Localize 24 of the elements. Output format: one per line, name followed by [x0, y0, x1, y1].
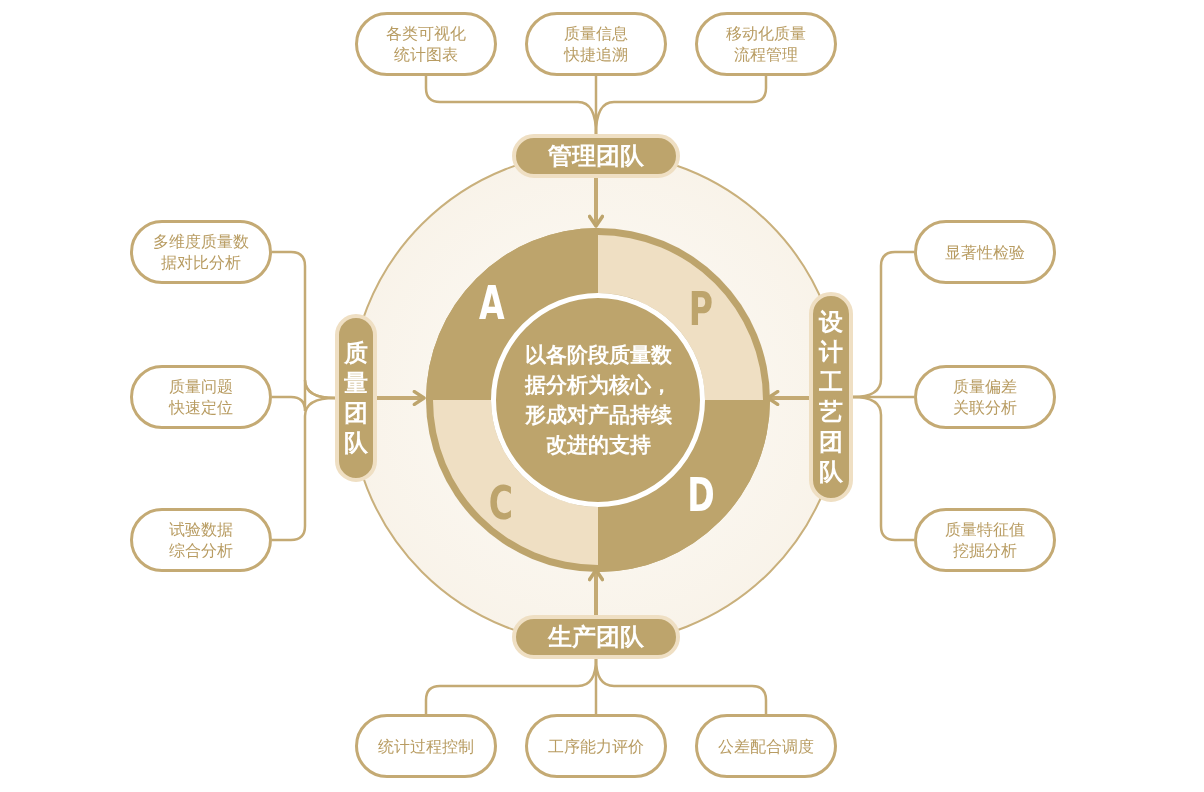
- arrow: [766, 389, 809, 407]
- connector: [852, 395, 914, 542]
- arrow: [377, 389, 426, 407]
- feature-pill: 显著性检验: [914, 220, 1056, 284]
- connector: [594, 658, 768, 714]
- connector: [594, 76, 768, 135]
- arrow: [587, 568, 605, 615]
- connector: [272, 396, 336, 542]
- feature-pill: 统计过程控制: [355, 714, 497, 778]
- team-pill: 生产团队: [512, 615, 680, 659]
- feature-pill: 质量信息快捷追溯: [525, 12, 667, 76]
- feature-pill: 公差配合调度: [695, 714, 837, 778]
- feature-pill: 质量特征值挖掘分析: [914, 508, 1056, 572]
- feature-pill: 工序能力评价: [525, 714, 667, 778]
- team-pill: 管理团队: [512, 134, 680, 178]
- team-pill: 质量团队: [335, 314, 377, 482]
- feature-pill: 移动化质量流程管理: [695, 12, 837, 76]
- feature-pill: 试验数据综合分析: [130, 508, 272, 572]
- feature-pill: 质量问题快速定位: [130, 365, 272, 429]
- feature-pill: 各类可视化统计图表: [355, 12, 497, 76]
- arrow: [587, 178, 605, 228]
- feature-pill: 质量偏差关联分析: [914, 365, 1056, 429]
- feature-pill: 多维度质量数据对比分析: [130, 220, 272, 284]
- team-pill: 设计工艺团队: [809, 292, 853, 502]
